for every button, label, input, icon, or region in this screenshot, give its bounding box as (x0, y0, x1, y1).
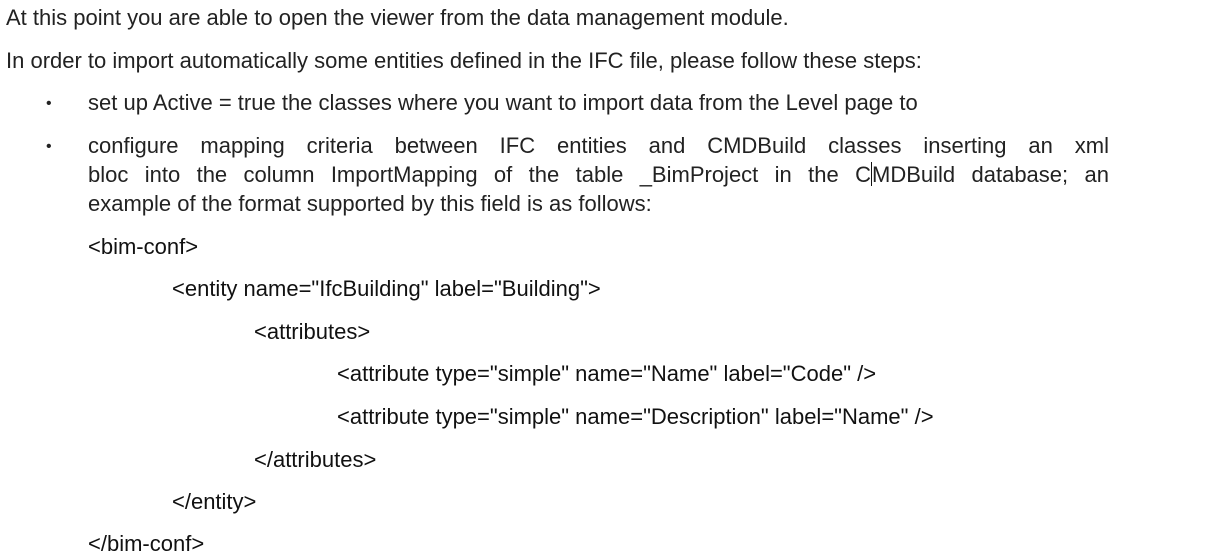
code-line-attribute-description: <attribute type="simple" name="Descripti… (337, 404, 934, 429)
code-line-attributes-open: <attributes> (254, 319, 371, 344)
code-line-root-close: </bim-conf> (88, 531, 205, 552)
bullet-item-line: configure mapping criteria between IFC e… (88, 133, 1109, 158)
bullet-item-line: bloc into the column ImportMapping of th… (88, 160, 1109, 189)
steps-intro-paragraph: In order to import automatically some en… (6, 48, 922, 73)
text-cursor (871, 162, 872, 186)
code-line-root-open: <bim-conf> (88, 234, 199, 259)
bullet-marker: • (46, 138, 52, 155)
code-line-entity-open: <entity name="IfcBuilding" label="Buildi… (172, 276, 601, 301)
bullet-item-line: example of the format supported by this … (88, 191, 652, 216)
code-line-attributes-close: </attributes> (254, 447, 377, 472)
text-segment: MDBuild database; an (872, 162, 1109, 187)
bullet-item-activate-classes: set up Active = true the classes where y… (88, 90, 918, 115)
intro-paragraph: At this point you are able to open the v… (6, 5, 789, 30)
code-line-entity-close: </entity> (172, 489, 257, 514)
bullet-marker: • (46, 95, 52, 112)
bullet-item-configure-mapping: configure mapping criteria between IFC e… (88, 131, 1109, 218)
code-line-attribute-name: <attribute type="simple" name="Name" lab… (337, 361, 877, 386)
text-segment: bloc into the column ImportMapping of th… (88, 162, 871, 187)
